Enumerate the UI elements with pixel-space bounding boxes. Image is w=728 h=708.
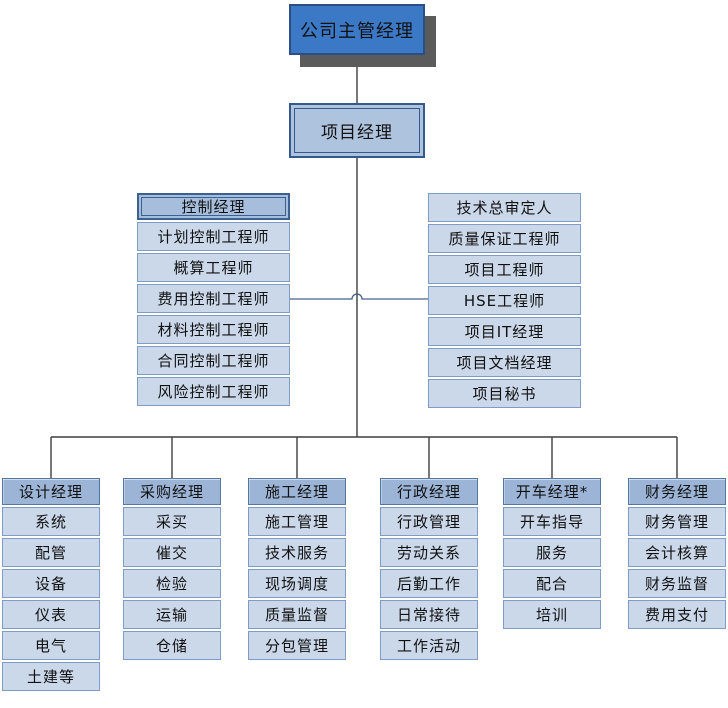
node-company-chief-manager: 公司主管经理 [289, 4, 425, 55]
org-node: 材料控制工程师 [137, 315, 290, 344]
org-node: 后勤工作 [380, 569, 478, 598]
org-node: 费用支付 [628, 600, 726, 629]
org-node: 设备 [2, 569, 100, 598]
org-node: 项目文档经理 [428, 348, 581, 377]
org-node: 系统 [2, 507, 100, 536]
node-procurement-manager: 采购经理 [123, 478, 221, 505]
node-design-manager: 设计经理 [2, 478, 100, 505]
org-node: 催交 [123, 538, 221, 567]
org-node: 项目秘书 [428, 379, 581, 408]
node-startup-manager: 开车经理* [503, 478, 601, 505]
org-node: 费用控制工程师 [137, 284, 290, 313]
org-node: 质量监督 [248, 600, 346, 629]
org-node: 仓储 [123, 631, 221, 660]
org-node: 分包管理 [248, 631, 346, 660]
org-node: 配合 [503, 569, 601, 598]
mid-branch-line [290, 293, 428, 300]
org-node: 项目IT经理 [428, 317, 581, 346]
org-node: 计划控制工程师 [137, 222, 290, 251]
department-column-design: 设计经理 系统 配管 设备 仪表 电气 土建等 [2, 478, 100, 693]
org-node: 劳动关系 [380, 538, 478, 567]
node-finance-manager: 财务经理 [628, 478, 726, 505]
node-admin-manager: 行政经理 [380, 478, 478, 505]
org-node: 会计核算 [628, 538, 726, 567]
org-node: 运输 [123, 600, 221, 629]
org-node: 概算工程师 [137, 253, 290, 282]
department-column-procurement: 采购经理 采买 催交 检验 运输 仓储 [123, 478, 221, 662]
org-node: 配管 [2, 538, 100, 567]
org-node: 合同控制工程师 [137, 346, 290, 375]
org-node: 土建等 [2, 662, 100, 691]
org-node: 现场调度 [248, 569, 346, 598]
org-node: 工作活动 [380, 631, 478, 660]
department-column-construction: 施工经理 施工管理 技术服务 现场调度 质量监督 分包管理 [248, 478, 346, 662]
department-column-finance: 财务经理 财务管理 会计核算 财务监督 费用支付 [628, 478, 726, 631]
node-project-manager: 项目经理 [289, 103, 425, 158]
org-node: 技术服务 [248, 538, 346, 567]
org-node: 技术总审定人 [428, 193, 581, 222]
org-node: 仪表 [2, 600, 100, 629]
org-node: 风险控制工程师 [137, 377, 290, 406]
org-node: 电气 [2, 631, 100, 660]
node-control-manager: 控制经理 [137, 193, 290, 220]
department-column-administration: 行政经理 行政管理 劳动关系 后勤工作 日常接待 工作活动 [380, 478, 478, 662]
org-node: 财务监督 [628, 569, 726, 598]
org-node: 开车指导 [503, 507, 601, 536]
org-node: 质量保证工程师 [428, 224, 581, 253]
org-node: HSE工程师 [428, 286, 581, 315]
org-node: 检验 [123, 569, 221, 598]
org-node: 项目工程师 [428, 255, 581, 284]
org-node: 培训 [503, 600, 601, 629]
staff-group-column: 技术总审定人 质量保证工程师 项目工程师 HSE工程师 项目IT经理 项目文档经… [428, 193, 581, 410]
org-node: 财务管理 [628, 507, 726, 536]
org-node: 日常接待 [380, 600, 478, 629]
department-column-startup: 开车经理* 开车指导 服务 配合 培训 [503, 478, 601, 631]
org-node: 施工管理 [248, 507, 346, 536]
org-node: 行政管理 [380, 507, 478, 536]
node-construction-manager: 施工经理 [248, 478, 346, 505]
org-node: 服务 [503, 538, 601, 567]
org-node: 采买 [123, 507, 221, 536]
control-group-column: 控制经理 计划控制工程师 概算工程师 费用控制工程师 材料控制工程师 合同控制工… [137, 193, 290, 408]
